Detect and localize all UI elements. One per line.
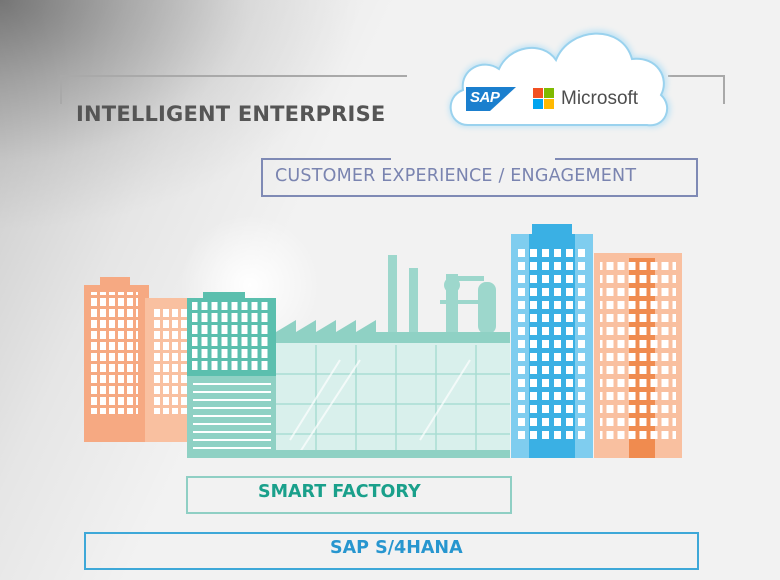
blue-tower: [511, 224, 593, 458]
sap-s4hana-label: SAP S/4HANA: [330, 538, 463, 558]
orange-building-right: [594, 253, 682, 458]
customer-experience-label: CUSTOMER EXPERIENCE / ENGAGEMENT: [275, 166, 637, 186]
factory-building: [276, 320, 510, 458]
sap-logo-label: SAP: [470, 89, 500, 106]
sap-logo-icon: [466, 87, 516, 111]
enterprise-frame-left: [60, 75, 407, 104]
customer-experience-box-top-left: [261, 158, 391, 160]
customer-experience-box-top-right: [555, 158, 697, 160]
customer-experience-box: [261, 158, 698, 197]
factory-chimneys: [388, 255, 496, 334]
microsoft-logo-label: Microsoft: [561, 88, 639, 109]
smart-factory-box: [186, 476, 512, 514]
cloud-icon: [449, 29, 671, 128]
smart-factory-label: SMART FACTORY: [258, 482, 421, 502]
teal-building: [187, 292, 276, 458]
page-title: INTELLIGENT ENTERPRISE: [76, 102, 386, 126]
enterprise-frame-right: [668, 75, 725, 104]
sap-s4hana-box: [84, 532, 699, 570]
microsoft-logo-icon: [533, 88, 554, 109]
